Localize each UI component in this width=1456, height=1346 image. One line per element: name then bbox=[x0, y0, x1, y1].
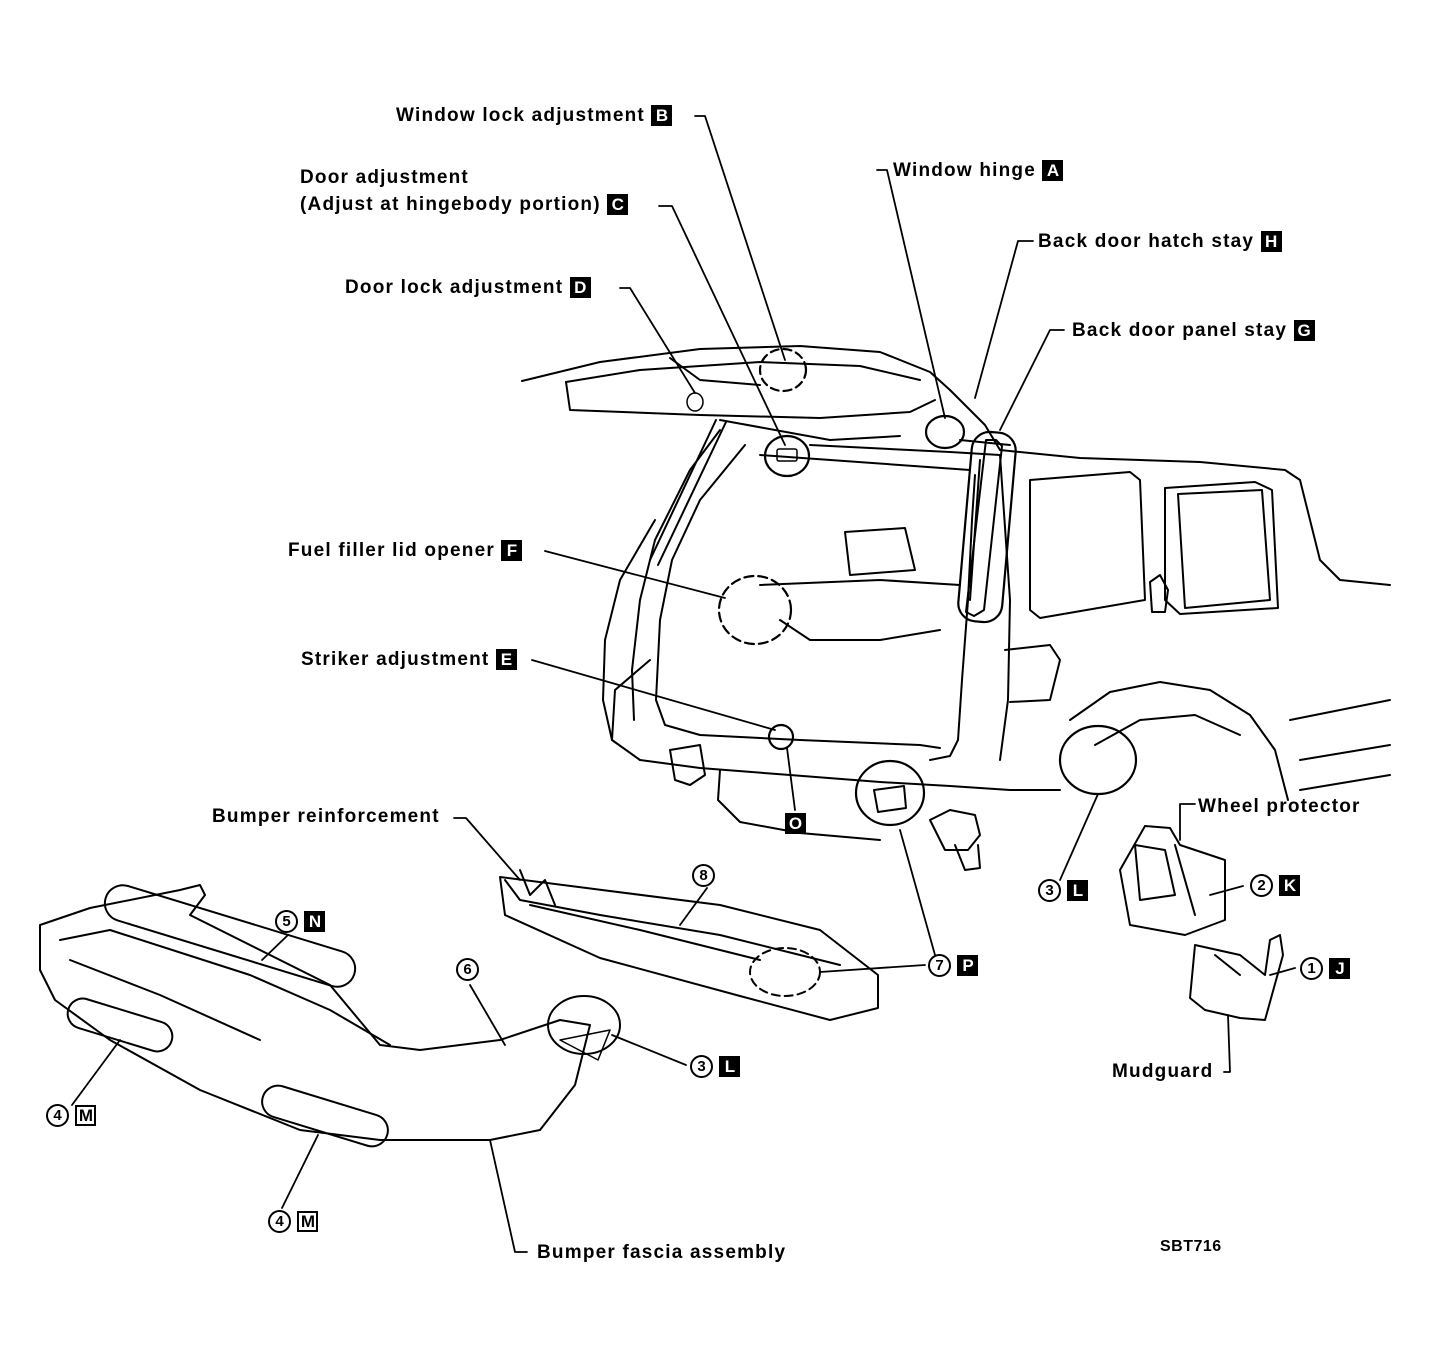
vehicle-body bbox=[521, 345, 1391, 871]
hatch-stay-label: Back door hatch stay H bbox=[1038, 231, 1282, 253]
mudguard-text: Mudguard bbox=[1112, 1061, 1214, 1082]
wheel-protector-label: Wheel protector bbox=[1198, 796, 1361, 818]
part-2-key: K bbox=[1279, 875, 1301, 896]
door-lock-marker bbox=[686, 392, 704, 412]
window-hinge-text: Window hinge bbox=[893, 160, 1036, 181]
part-4-lower-number: 4 bbox=[268, 1210, 291, 1233]
part-7-callout: 7 P bbox=[928, 954, 979, 977]
part-6-callout: 6 bbox=[456, 958, 479, 981]
striker-circle bbox=[767, 723, 795, 751]
part-4-upper-callout: 4 M bbox=[46, 1104, 97, 1127]
o-marker-key: O bbox=[785, 813, 806, 835]
bumper-reinforcement-shape bbox=[499, 869, 879, 1021]
part-3-rear-number: 3 bbox=[1038, 879, 1061, 902]
bumper-fascia-text: Bumper fascia assembly bbox=[537, 1242, 787, 1263]
part-3-rear-callout: 3 L bbox=[1038, 879, 1089, 902]
bumper-reinforcement-text: Bumper reinforcement bbox=[212, 806, 440, 827]
door-lock-text: Door lock adjustment bbox=[345, 277, 564, 298]
striker-text: Striker adjustment bbox=[301, 649, 490, 670]
wheel-protector-shape bbox=[1119, 825, 1226, 936]
wheel-protector-text: Wheel protector bbox=[1198, 796, 1361, 817]
part-5-key: N bbox=[304, 911, 326, 932]
door-adjustment-note: (Adjust at hingebody portion) bbox=[300, 194, 601, 215]
door-lock-label: Door lock adjustment D bbox=[345, 277, 591, 299]
door-adjustment-key: C bbox=[607, 194, 629, 216]
panel-stay-label: Back door panel stay G bbox=[1072, 320, 1315, 342]
fuel-lid-circle bbox=[717, 574, 793, 646]
leader-lines bbox=[71, 115, 1296, 1253]
fuel-lid-text: Fuel filler lid opener bbox=[288, 540, 495, 561]
part-2-number: 2 bbox=[1250, 874, 1273, 897]
part-6-number: 6 bbox=[456, 958, 479, 981]
bumper-reinforcement-label: Bumper reinforcement bbox=[212, 806, 440, 828]
window-lock-label: Window lock adjustment B bbox=[396, 105, 673, 127]
part-4-upper-number: 4 bbox=[46, 1104, 69, 1127]
striker-key: E bbox=[495, 649, 517, 671]
fuel-lid-label: Fuel filler lid opener F bbox=[288, 540, 523, 562]
door-adjustment-note-label: (Adjust at hingebody portion) C bbox=[300, 194, 629, 216]
door-adjustment-text: Door adjustment bbox=[300, 167, 469, 188]
part-8-number: 8 bbox=[692, 864, 715, 887]
mudguard-shape bbox=[1189, 934, 1284, 1021]
part-3-front-number: 3 bbox=[690, 1055, 713, 1078]
back-door-stays bbox=[649, 419, 1003, 617]
window-lock-circle bbox=[758, 347, 808, 393]
hatch-stay-key: H bbox=[1260, 231, 1282, 253]
striker-label: Striker adjustment E bbox=[301, 649, 517, 671]
fuel-lid-key: F bbox=[501, 540, 523, 562]
part-1-key: J bbox=[1329, 958, 1351, 979]
wheel-circle bbox=[1058, 724, 1138, 796]
door-adjustment-circle bbox=[763, 434, 811, 478]
o-marker-label: O bbox=[785, 813, 806, 835]
part-7-number: 7 bbox=[928, 954, 951, 977]
part-3-front-key: L bbox=[719, 1056, 741, 1077]
panel-stay-text: Back door panel stay bbox=[1072, 320, 1288, 341]
window-lock-text: Window lock adjustment bbox=[396, 105, 645, 126]
hitch-circle bbox=[854, 759, 926, 827]
part-4-lower-key: M bbox=[297, 1211, 319, 1232]
part-5-number: 5 bbox=[275, 910, 298, 933]
part-4-lower-callout: 4 M bbox=[268, 1210, 319, 1233]
fascia-end-circle bbox=[547, 995, 621, 1055]
part-3-front-callout: 3 L bbox=[690, 1055, 741, 1078]
window-lock-key: B bbox=[651, 105, 673, 127]
part-7-key: P bbox=[957, 955, 979, 976]
door-adjustment-label: Door adjustment bbox=[300, 167, 469, 189]
mudguard-label: Mudguard bbox=[1112, 1061, 1213, 1083]
bumper-fascia-label: Bumper fascia assembly bbox=[537, 1242, 786, 1264]
detail-circles bbox=[686, 347, 1138, 827]
bumper-fascia-shape bbox=[39, 884, 621, 1148]
door-lock-key: D bbox=[569, 277, 591, 299]
part-5-callout: 5 N bbox=[275, 910, 326, 933]
window-hinge-circle bbox=[924, 414, 966, 450]
window-hinge-label: Window hinge A bbox=[893, 160, 1064, 182]
panel-stay-outline bbox=[957, 430, 1017, 624]
part-4-upper-key: M bbox=[75, 1105, 97, 1126]
part-8-callout: 8 bbox=[692, 864, 715, 887]
hatch-stay-text: Back door hatch stay bbox=[1038, 231, 1255, 252]
part-3-rear-key: L bbox=[1067, 880, 1089, 901]
window-hinge-key: A bbox=[1042, 160, 1064, 182]
part-2-callout: 2 K bbox=[1250, 874, 1301, 897]
part-1-callout: 1 J bbox=[1300, 957, 1351, 980]
panel-stay-key: G bbox=[1293, 320, 1315, 342]
part-1-number: 1 bbox=[1300, 957, 1323, 980]
figure-code: SBT716 bbox=[1160, 1238, 1222, 1255]
